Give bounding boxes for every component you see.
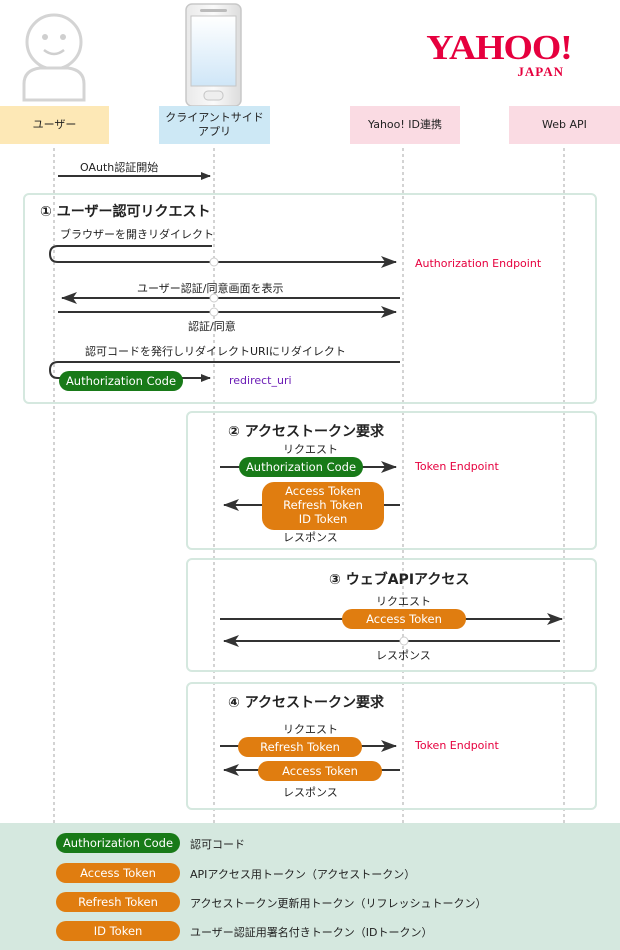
access-token-text: Access Token bbox=[285, 484, 361, 498]
section-4-request-label: リクエスト bbox=[283, 723, 338, 736]
section-2-response-label: レスポンス bbox=[283, 531, 338, 544]
legend-id-token-desc: ユーザー認証用署名付きトークン（IDトークン） bbox=[190, 926, 433, 939]
actor-web-api-label: Web API bbox=[542, 118, 587, 131]
japan-logo-text: JAPAN bbox=[517, 64, 564, 79]
oauth-start-label: OAuth認証開始 bbox=[80, 161, 159, 174]
refresh-token-text: Refresh Token bbox=[283, 498, 363, 512]
actor-client-app: クライアントサイド アプリ bbox=[159, 106, 270, 144]
actor-user-label: ユーザー bbox=[32, 118, 77, 131]
section-2-token-endpoint-label: Token Endpoint bbox=[415, 460, 499, 473]
authorization-code-pill: Authorization Code bbox=[59, 371, 183, 391]
section-4-access-token-pill: Access Token bbox=[258, 761, 382, 781]
yahoo-id-lifeline bbox=[402, 148, 404, 823]
actor-user: ユーザー bbox=[0, 106, 109, 144]
show-consent-label: ユーザー認証/同意画面を表示 bbox=[137, 282, 284, 295]
section-4-title: ④ アクセストークン要求 bbox=[228, 695, 385, 711]
section-3-response-label: レスポンス bbox=[376, 649, 431, 662]
section-2-authorization-code-pill: Authorization Code bbox=[239, 457, 363, 477]
legend-authorization-code-desc: 認可コード bbox=[190, 838, 245, 851]
section-3-request-label: リクエスト bbox=[376, 595, 431, 608]
section-1-title: ① ユーザー認可リクエスト bbox=[40, 204, 211, 220]
actor-client-app-label: クライアントサイド アプリ bbox=[165, 111, 264, 138]
section-1-box bbox=[23, 193, 597, 404]
legend-refresh-token-desc: アクセストークン更新用トークン（リフレッシュトークン） bbox=[190, 897, 487, 910]
response-tokens-block: Access Token Refresh Token ID Token bbox=[262, 482, 384, 530]
section-4-response-label: レスポンス bbox=[283, 786, 338, 799]
legend-id-token-pill: ID Token bbox=[56, 921, 180, 941]
section-3-box bbox=[186, 558, 597, 672]
yahoo-logo-text: YAHOO! bbox=[426, 28, 574, 67]
legend-access-token-pill: Access Token bbox=[56, 863, 180, 883]
legend: Authorization Code 認可コード Access Token AP… bbox=[0, 823, 620, 950]
section-3-title: ③ ウェブAPIアクセス bbox=[329, 572, 470, 588]
consent-label: 認証/同意 bbox=[188, 320, 236, 333]
section-3-access-token-pill: Access Token bbox=[342, 609, 466, 629]
actor-web-api: Web API bbox=[509, 106, 620, 144]
yahoo-japan-logo: YAHOO! JAPAN bbox=[392, 28, 574, 84]
issue-code-label: 認可コードを発行しリダイレクトURIにリダイレクト bbox=[85, 345, 346, 358]
client-app-lifeline bbox=[213, 148, 215, 823]
legend-refresh-token-pill: Refresh Token bbox=[56, 892, 180, 912]
actor-yahoo-id-label: Yahoo! ID連携 bbox=[368, 118, 442, 131]
section-2-title: ② アクセストークン要求 bbox=[228, 424, 385, 440]
section-4-box bbox=[186, 682, 597, 810]
legend-authorization-code-pill: Authorization Code bbox=[56, 833, 180, 853]
open-browser-label: ブラウザーを開きリダイレクト bbox=[60, 228, 214, 241]
section-2-box bbox=[186, 411, 597, 550]
authorization-endpoint-label: Authorization Endpoint bbox=[415, 257, 542, 270]
section-4-token-endpoint-label: Token Endpoint bbox=[415, 739, 499, 752]
actor-yahoo-id: Yahoo! ID連携 bbox=[350, 106, 460, 144]
section-4-refresh-token-pill: Refresh Token bbox=[238, 737, 362, 757]
id-token-text: ID Token bbox=[298, 512, 348, 526]
web-api-lifeline bbox=[563, 148, 565, 823]
user-lifeline bbox=[53, 148, 55, 823]
section-2-request-label: リクエスト bbox=[283, 443, 338, 456]
redirect-uri-label: redirect_uri bbox=[229, 374, 292, 387]
legend-access-token-desc: APIアクセス用トークン（アクセストークン） bbox=[190, 868, 416, 881]
